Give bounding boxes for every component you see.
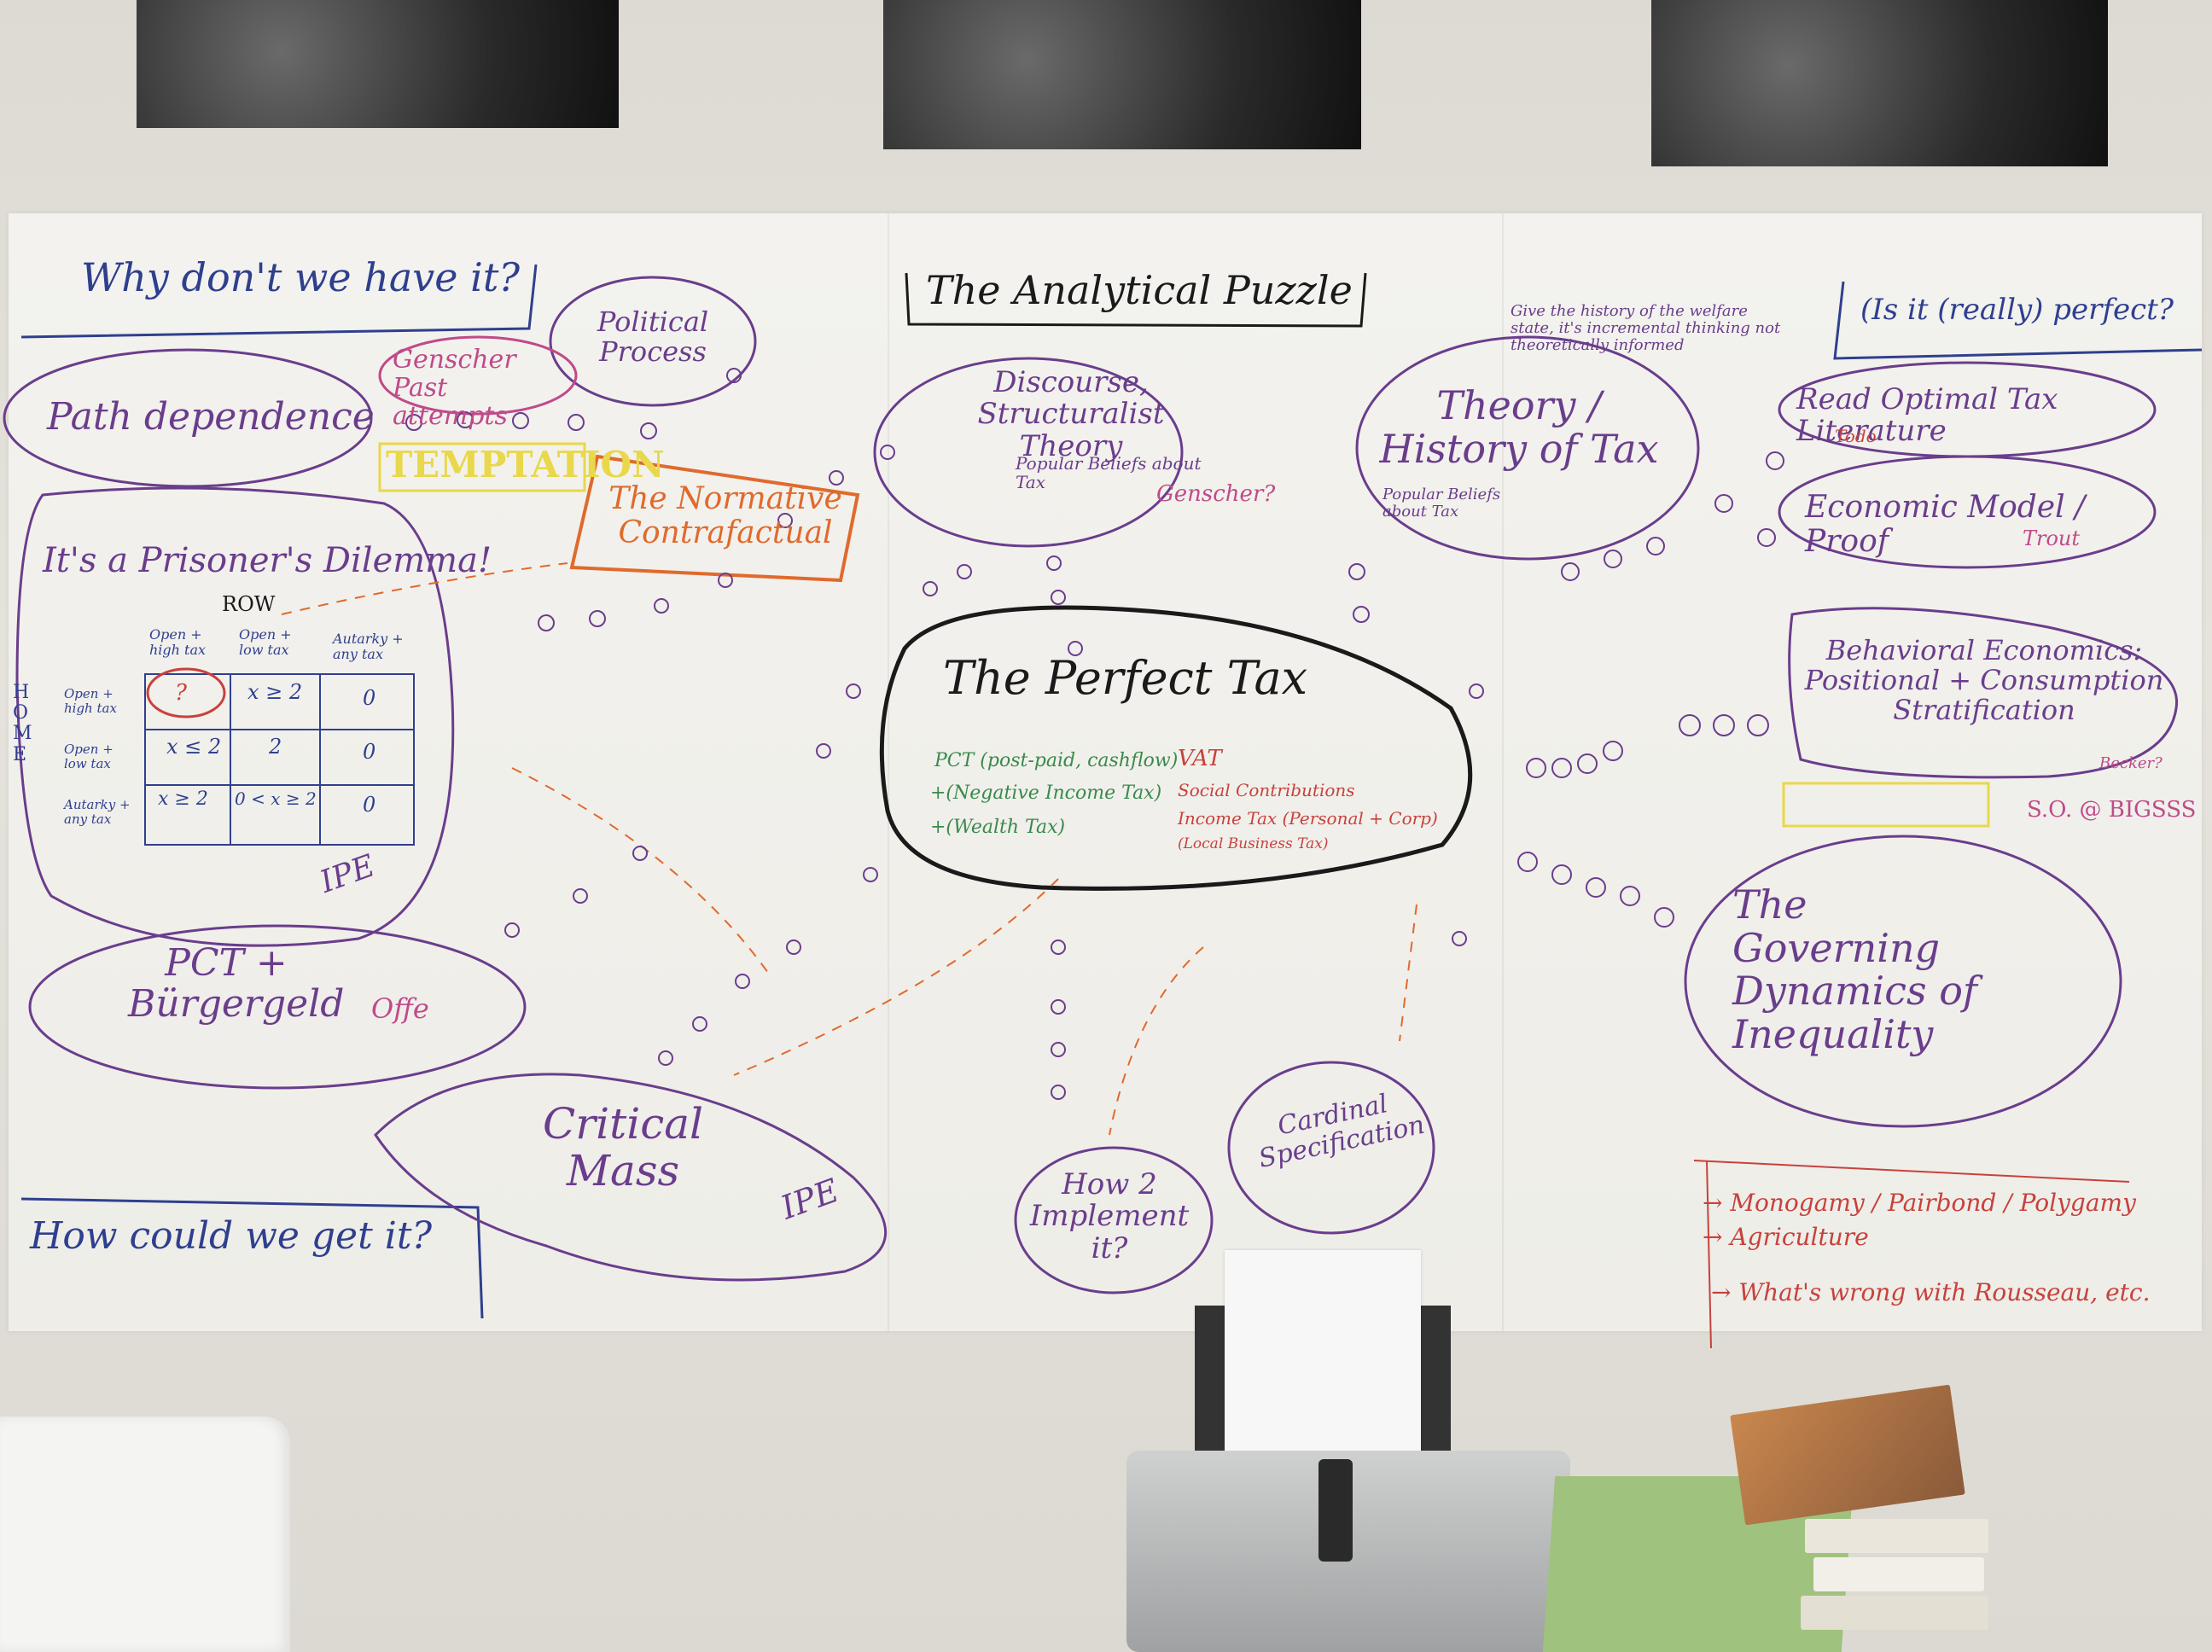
poster-center <box>883 0 1361 149</box>
perfect-left: PCT (post-paid, cashflow) <box>934 750 1179 771</box>
node-pct-tag: Offe <box>371 992 429 1025</box>
matrix-cell: 0 <box>363 793 376 817</box>
pct-bubble <box>28 924 527 1090</box>
political-bubble <box>549 276 757 407</box>
node-discourse-tag: Genscher? <box>1156 481 1276 507</box>
bigsss-box <box>1782 782 1990 828</box>
perfect-left: +(Wealth Tax) <box>930 817 1066 838</box>
perfect-right: VAT <box>1178 746 1222 771</box>
node-temptation: TEMPTATION <box>386 444 665 486</box>
perfect-bubble <box>879 605 1473 891</box>
idea-item: → What's wrong with Rousseau, etc. <box>1711 1278 2151 1306</box>
normative-box <box>569 454 860 583</box>
matrix-highlight <box>146 667 226 718</box>
matrix-col-0: Open + high tax <box>149 626 207 658</box>
node-theory: Theory / History of Tax <box>1379 382 1659 472</box>
matrix-cell: x ≥ 2 <box>247 680 303 704</box>
node-prisoner: It's a Prisoner's Dilemma! <box>43 541 492 580</box>
node-discourse-sub: Popular Beliefs about Tax <box>1016 453 1202 492</box>
poster-right <box>1651 0 2108 166</box>
econ-bubble <box>1778 455 2157 569</box>
node-normative: The Normative Contrafactual <box>608 481 842 550</box>
book <box>1813 1557 1984 1591</box>
perfect-right: Social Contributions <box>1178 780 1355 800</box>
white-chair <box>0 1416 290 1652</box>
matrix-col-2: Autarky + any tax <box>333 631 404 662</box>
node-theory-sub: Popular Beliefs about Tax <box>1382 486 1501 521</box>
node-behavioral: Behavioral Economics: Positional + Consu… <box>1804 634 2164 727</box>
book <box>1805 1519 1988 1553</box>
matrix-cell: x ≤ 2 <box>166 735 222 759</box>
governing-bubble <box>1684 835 2122 1128</box>
theory-bubble <box>1355 335 1700 561</box>
matrix-row-label: ROW <box>222 592 276 616</box>
path-bubble <box>3 348 373 488</box>
genscher-bubble <box>378 335 578 416</box>
matrix-col-1: Open + low tax <box>239 626 292 658</box>
cardinal-bubble <box>1227 1061 1435 1235</box>
matrix-row-2: Autarky + any tax <box>64 797 131 827</box>
node-path: Path dependence <box>47 395 375 439</box>
heading-perfect-question: (Is it (really) perfect? <box>1860 293 2174 327</box>
book <box>1801 1596 1988 1630</box>
temptation-box <box>378 442 586 492</box>
node-theory-note: Give the history of the welfare state, i… <box>1511 302 1781 354</box>
node-perfect: The Perfect Tax <box>943 651 1308 705</box>
idea-item: → Monogamy / Pairbond / Polygamy <box>1703 1189 2136 1217</box>
node-bigsss: S.O. @ BIGSSS <box>2027 797 2197 823</box>
book-stack <box>1720 1384 1993 1652</box>
matrix-cell: 0 <box>363 740 376 764</box>
node-governing: The Governing Dynamics of Inequality <box>1732 881 1977 1057</box>
payoff-matrix <box>144 673 415 846</box>
node-pct: PCT + Bürgergeld <box>128 941 345 1027</box>
matrix-home-label: HOME <box>13 682 32 765</box>
matrix-cell: x ≥ 2 <box>158 788 208 810</box>
heading-why: Why don't we have it? <box>81 254 520 300</box>
matrix-cell: 0 < x ≥ 2 <box>235 788 317 809</box>
sheet-seam <box>888 213 889 1331</box>
matrix-cell: 2 <box>269 735 282 759</box>
matrix-cell: 0 <box>363 686 376 710</box>
how-impl-bubble <box>1014 1146 1214 1294</box>
poster-left <box>137 0 619 128</box>
paper-sheet <box>1225 1250 1421 1459</box>
ideas-bracket <box>1693 1160 2130 1349</box>
matrix-row-0: Open + high tax <box>64 686 117 716</box>
prisoner-bubble <box>15 486 455 947</box>
heading-how: How could we get it? <box>30 1214 433 1258</box>
node-read: Read Optimal Tax Literature <box>1796 382 2058 449</box>
node-read-tag: Todo <box>1835 426 1877 446</box>
perfect-left: +(Negative Income Tax) <box>930 782 1162 804</box>
node-econ-tag: Trout <box>2023 526 2081 550</box>
critical-bubble <box>374 1073 887 1282</box>
perfect-right: Income Tax (Personal + Corp) <box>1178 808 1438 829</box>
book <box>1730 1384 1965 1526</box>
printer-slot <box>1318 1459 1353 1562</box>
sheet-seam <box>1502 213 1504 1331</box>
node-political: Political Process <box>597 305 709 369</box>
whiteboard-sheet <box>9 213 2202 1331</box>
heading-analytical: The Analytical Puzzle <box>926 267 1353 313</box>
matrix-cell: ? <box>175 680 187 706</box>
idea-item: → Agriculture <box>1703 1223 1869 1251</box>
node-critical: Critical Mass <box>542 1099 704 1195</box>
perfect-right: (Local Business Tax) <box>1178 835 1329 852</box>
node-econ: Economic Model / Proof <box>1805 490 2086 559</box>
node-how-impl: How 2 Implement it? <box>1029 1167 1190 1265</box>
node-discourse: Discourse, Structuralist Theory <box>977 365 1165 463</box>
matrix-row-1: Open + low tax <box>64 742 114 771</box>
discourse-bubble <box>873 357 1184 548</box>
node-behavioral-tag: Becker? <box>2099 754 2163 772</box>
node-genscher: Genscher Past attempts <box>393 345 516 431</box>
behavioral-bubble <box>1788 607 2179 779</box>
